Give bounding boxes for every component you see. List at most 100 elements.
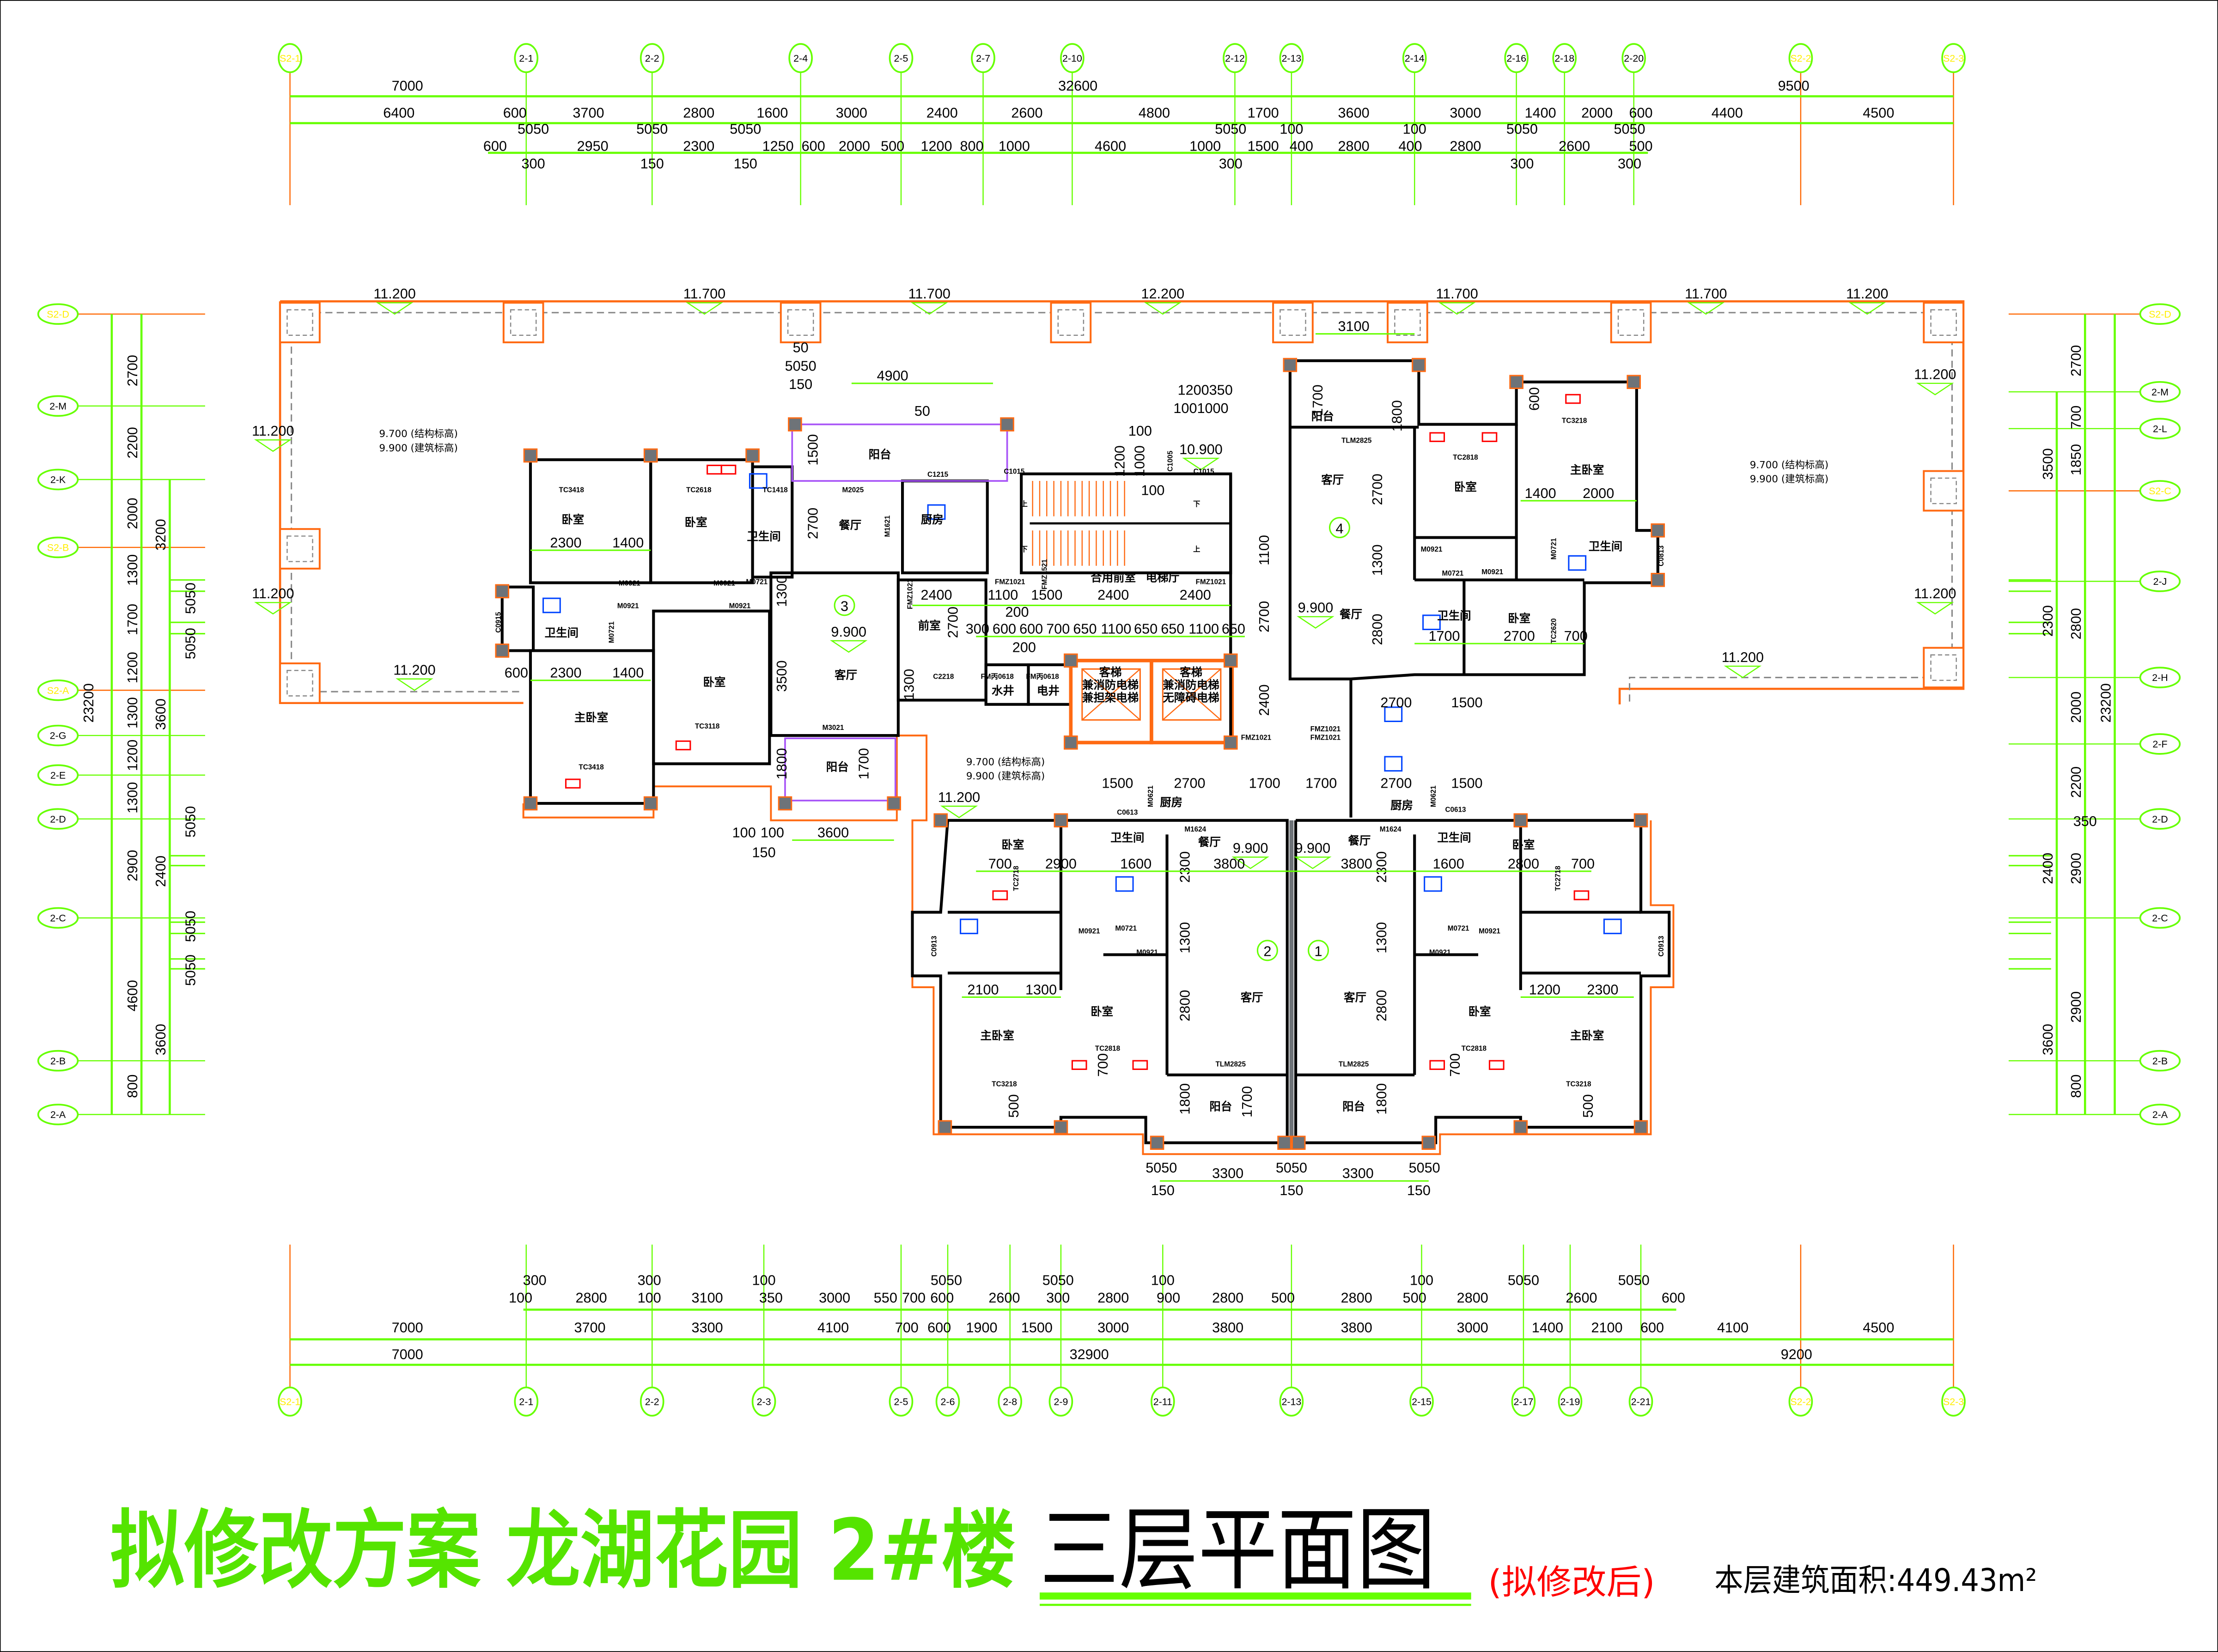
sanitary-fixture	[1568, 555, 1587, 571]
axis-label: S2-1	[280, 1397, 300, 1408]
axis-bubble	[2139, 381, 2181, 403]
structural-column	[523, 796, 538, 811]
door-window-code: TC2620	[1550, 618, 1558, 643]
inner-dimension: 650	[1073, 621, 1097, 637]
elevation-mark: 11.200	[393, 662, 435, 678]
top-dimension: 150	[734, 156, 757, 172]
terrace-column	[1387, 302, 1428, 344]
axis-label: S2-D	[2149, 309, 2171, 320]
terrace-column-inner	[1930, 654, 1957, 681]
bottom-dimension: 100	[1410, 1272, 1433, 1288]
bottom-dimension: 550	[874, 1290, 897, 1306]
bottom-dimension: 3700	[574, 1320, 605, 1336]
terrace-column	[1272, 302, 1314, 344]
elevation-triangle	[1144, 302, 1182, 315]
axis-label: 2-E	[50, 770, 66, 781]
elevation-triangle	[829, 640, 868, 653]
inner-dimension: 2800	[1177, 990, 1193, 1021]
door-window-code: TC2818	[1462, 1045, 1487, 1053]
door-window-code: M0621	[1147, 785, 1155, 807]
inner-dimension: 2300	[1177, 851, 1193, 883]
structural-column	[1054, 1120, 1068, 1135]
inner-dimension: 1500	[805, 434, 821, 466]
room-label: 阳台	[1209, 1099, 1232, 1113]
wall-front-room	[896, 578, 987, 702]
terrace-column	[1050, 302, 1092, 344]
inner-dimension: 2400	[1256, 684, 1272, 716]
bottom-dimension: 500	[1403, 1290, 1426, 1306]
title-underline	[1040, 1592, 1471, 1600]
top-dimension: 1500	[1248, 138, 1279, 154]
door-window-code: TC3418	[579, 764, 604, 771]
room-label: 卧室	[1512, 838, 1535, 851]
room-label: 前室	[918, 619, 941, 632]
top-dimension: 300	[1618, 156, 1641, 172]
inner-dimension: 1500	[1031, 587, 1062, 603]
axis-bubble	[2139, 418, 2181, 440]
axis-label: S2-B	[47, 542, 69, 553]
axis-bubble	[278, 43, 302, 73]
axis-label: 2-15	[1412, 1397, 1432, 1408]
room-label: 主卧室	[1570, 1029, 1604, 1042]
inner-dimension: 600	[1527, 387, 1542, 411]
terrace-column	[780, 302, 822, 344]
structural-column	[1064, 653, 1078, 668]
inner-dimension: 700	[1564, 628, 1588, 644]
bottom-dimension: 500	[1271, 1290, 1295, 1306]
unit-number: 2	[1263, 944, 1271, 960]
elevation-mark: 11.200	[1914, 367, 1956, 383]
sanitary-fixture	[542, 597, 561, 613]
axis-label: 2-8	[1003, 1397, 1017, 1408]
axis-label: 2-G	[50, 730, 67, 741]
door-window-code: M0721	[1448, 925, 1469, 933]
bottom-dimension: 2600	[1566, 1290, 1597, 1306]
left-dimension: 1300	[125, 697, 140, 729]
top-dimension: 5050	[1506, 121, 1538, 137]
room-label: 阳台	[826, 760, 849, 774]
top-dimension: 500	[881, 138, 904, 154]
bottom-dimension: 2800	[1097, 1290, 1129, 1306]
bottom-dimension: 5050	[1508, 1272, 1539, 1288]
inner-dimension: 3600	[817, 825, 849, 840]
elevation-triangle	[1848, 302, 1886, 315]
floor-area: 本层建筑面积:449.43m²	[1714, 1562, 2037, 1598]
elevator-label: 客梯	[1099, 666, 1122, 679]
room-label: 阳台	[869, 448, 891, 461]
structural-column	[1291, 1136, 1306, 1150]
left-dimension: 5050	[183, 628, 198, 659]
top-dimension: 1700	[1248, 105, 1279, 121]
bottom-dimension: 3800	[1212, 1320, 1243, 1336]
architectural-level-note: 9.900 (建筑标高)	[1750, 474, 1828, 485]
elevation-triangle	[1231, 856, 1269, 869]
right-dimension: 2200	[2068, 766, 2084, 798]
structural-column	[1513, 1120, 1528, 1135]
axis-label: 2-5	[894, 1397, 908, 1408]
terrace-column-inner	[1394, 309, 1421, 336]
bottom-dimension: 600	[927, 1320, 951, 1336]
room-label: 卧室	[1091, 1005, 1113, 1018]
axis-label: 2-21	[1631, 1397, 1651, 1408]
axis-bubble	[1279, 1386, 1304, 1417]
bottom-dimension: 2800	[1457, 1290, 1488, 1306]
room-label: 卧室	[703, 675, 725, 689]
axis-bubble	[37, 679, 79, 701]
inner-dimension: 2400	[1180, 587, 1211, 603]
terrace-column-inner	[1057, 309, 1085, 336]
right-dimension: 3500	[2040, 448, 2056, 480]
elevation-triangle	[1438, 302, 1476, 315]
room-label: 卫生间	[1589, 540, 1622, 553]
door-window-code: C0915	[495, 612, 503, 633]
axis-bubble	[998, 1386, 1023, 1417]
inner-dimension: 3300	[1342, 1166, 1374, 1181]
door-window-code: M0721	[746, 578, 768, 586]
top-dimension: 300	[522, 156, 545, 172]
axis-bubble	[971, 43, 995, 73]
inner-dimension: 2700	[1256, 601, 1272, 632]
top-dimension: 150	[640, 156, 664, 172]
bottom-dimension: 600	[1662, 1290, 1685, 1306]
door-window-code: FMZ1021	[1241, 734, 1272, 741]
door-window-code: M0921	[713, 580, 735, 588]
inner-dimension: 2300	[1587, 982, 1618, 997]
door-window-code: TLM2825	[1339, 1060, 1369, 1068]
